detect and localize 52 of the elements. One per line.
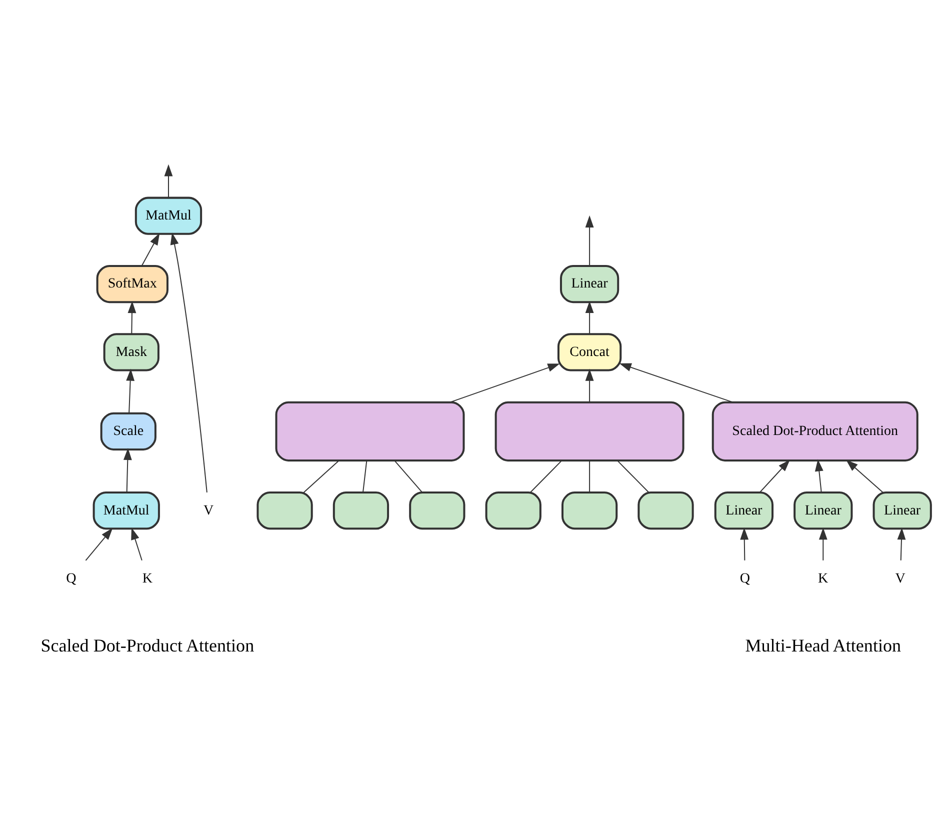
arrow (140, 233, 160, 266)
node-box: Linear (559, 264, 619, 304)
label: Multi-Head Attention (744, 635, 901, 656)
node-box (408, 492, 465, 530)
node-box (274, 401, 464, 462)
label: Scaled Dot-Product Attention (40, 635, 254, 656)
node-text: K (142, 570, 152, 586)
node-box: Linear (872, 492, 932, 530)
connector (302, 460, 339, 493)
connector (394, 460, 422, 493)
arrow (449, 364, 560, 403)
arrow (584, 215, 594, 266)
connector (588, 460, 590, 492)
node-box: Scale (100, 412, 156, 450)
node-box (256, 492, 312, 530)
arrow (170, 232, 207, 492)
node-box: SoftMax (96, 264, 168, 304)
node-box: Mask (102, 333, 159, 372)
arrow (814, 459, 823, 493)
connector (616, 460, 649, 493)
arrow (896, 528, 906, 560)
node-box: Linear (793, 492, 852, 530)
node-box (560, 492, 618, 530)
arrow (126, 368, 134, 414)
arrow (584, 301, 594, 334)
node-box: MatMul (134, 196, 202, 235)
arrow (127, 301, 136, 334)
arrow (84, 528, 112, 561)
arrow (164, 164, 172, 198)
node-box: Scaled Dot-Product Attention (711, 401, 918, 462)
arrow (122, 448, 132, 492)
node-box (494, 401, 684, 462)
node-text: V (894, 570, 905, 586)
node-box (637, 492, 694, 530)
arrow (818, 528, 827, 560)
node-box (332, 492, 389, 530)
node-box: Concat (556, 333, 622, 372)
node-box: Linear (714, 492, 773, 530)
node-text: V (203, 502, 214, 518)
arrow (618, 363, 733, 403)
arrow (584, 368, 594, 402)
arrow (740, 528, 748, 560)
arrow (758, 460, 790, 493)
node-box: MatMul (92, 492, 160, 530)
node-text: K (818, 570, 828, 586)
arrow (130, 528, 142, 561)
node-text: Q (66, 570, 76, 586)
connector (529, 460, 562, 493)
connector (362, 460, 367, 493)
arrow (845, 460, 883, 493)
node-text: Q (739, 570, 750, 586)
node-box (484, 492, 541, 530)
